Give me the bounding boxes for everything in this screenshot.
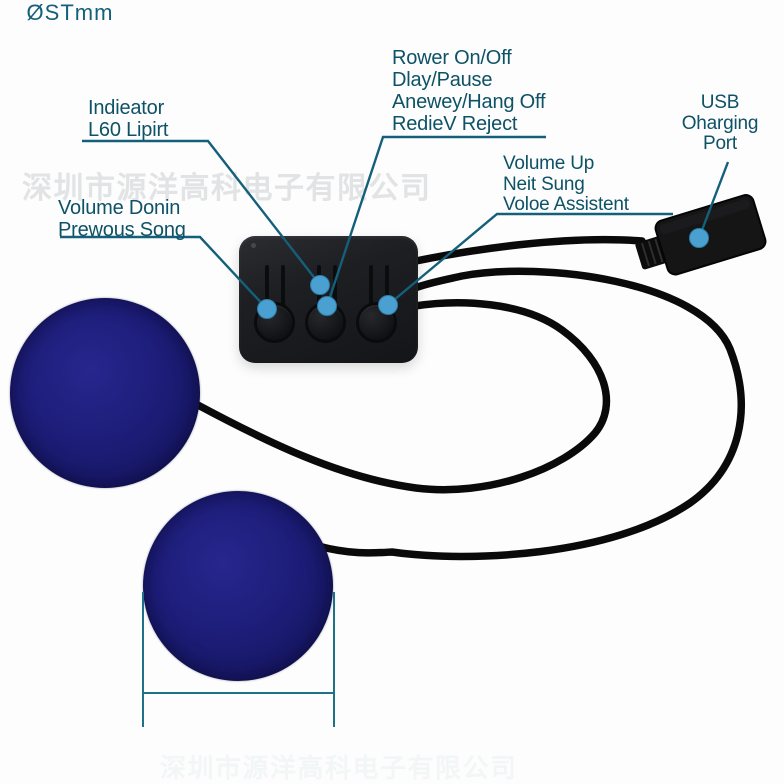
speaker-diameter-dimension: ØSTmm (26, 0, 114, 25)
leader-indicator (82, 139, 321, 286)
button-slot (281, 265, 285, 309)
usb-connector (635, 194, 767, 276)
pointer-dot-indicator (310, 275, 330, 295)
label-power-multifunction: Rower On/Off Dlay/Pause Anewey/Hang Off … (392, 47, 546, 135)
pointer-dot-power (317, 296, 337, 316)
label-usb-charging-port: USB Oharging Port (681, 92, 759, 154)
pointer-dot-volume-down (257, 299, 277, 319)
cable-bottom-speaker (314, 267, 745, 561)
pointer-dot-usb (689, 228, 709, 248)
cable-top-speaker (192, 299, 611, 494)
label-volume-up: Volume Up Neit Sung Voloe Assistent (503, 153, 629, 215)
screw-dot (251, 243, 256, 248)
button-slot (385, 265, 389, 309)
button-slot (333, 265, 337, 309)
button-slot (369, 265, 373, 309)
pointer-dot-volume-up (378, 295, 398, 315)
label-indicator-led: Indieator L60 Lipirt (88, 97, 169, 141)
cable-usb (412, 235, 646, 265)
leader-usb (697, 161, 730, 239)
leader-volume-down (60, 235, 268, 310)
leader-power (325, 135, 546, 307)
leader-volume-up (387, 212, 673, 306)
helmet-speaker-left (10, 298, 200, 488)
label-volume-down: Volume Donin Prewous Song (58, 197, 186, 241)
helmet-speaker-right (143, 491, 333, 681)
button-slot (265, 265, 269, 309)
